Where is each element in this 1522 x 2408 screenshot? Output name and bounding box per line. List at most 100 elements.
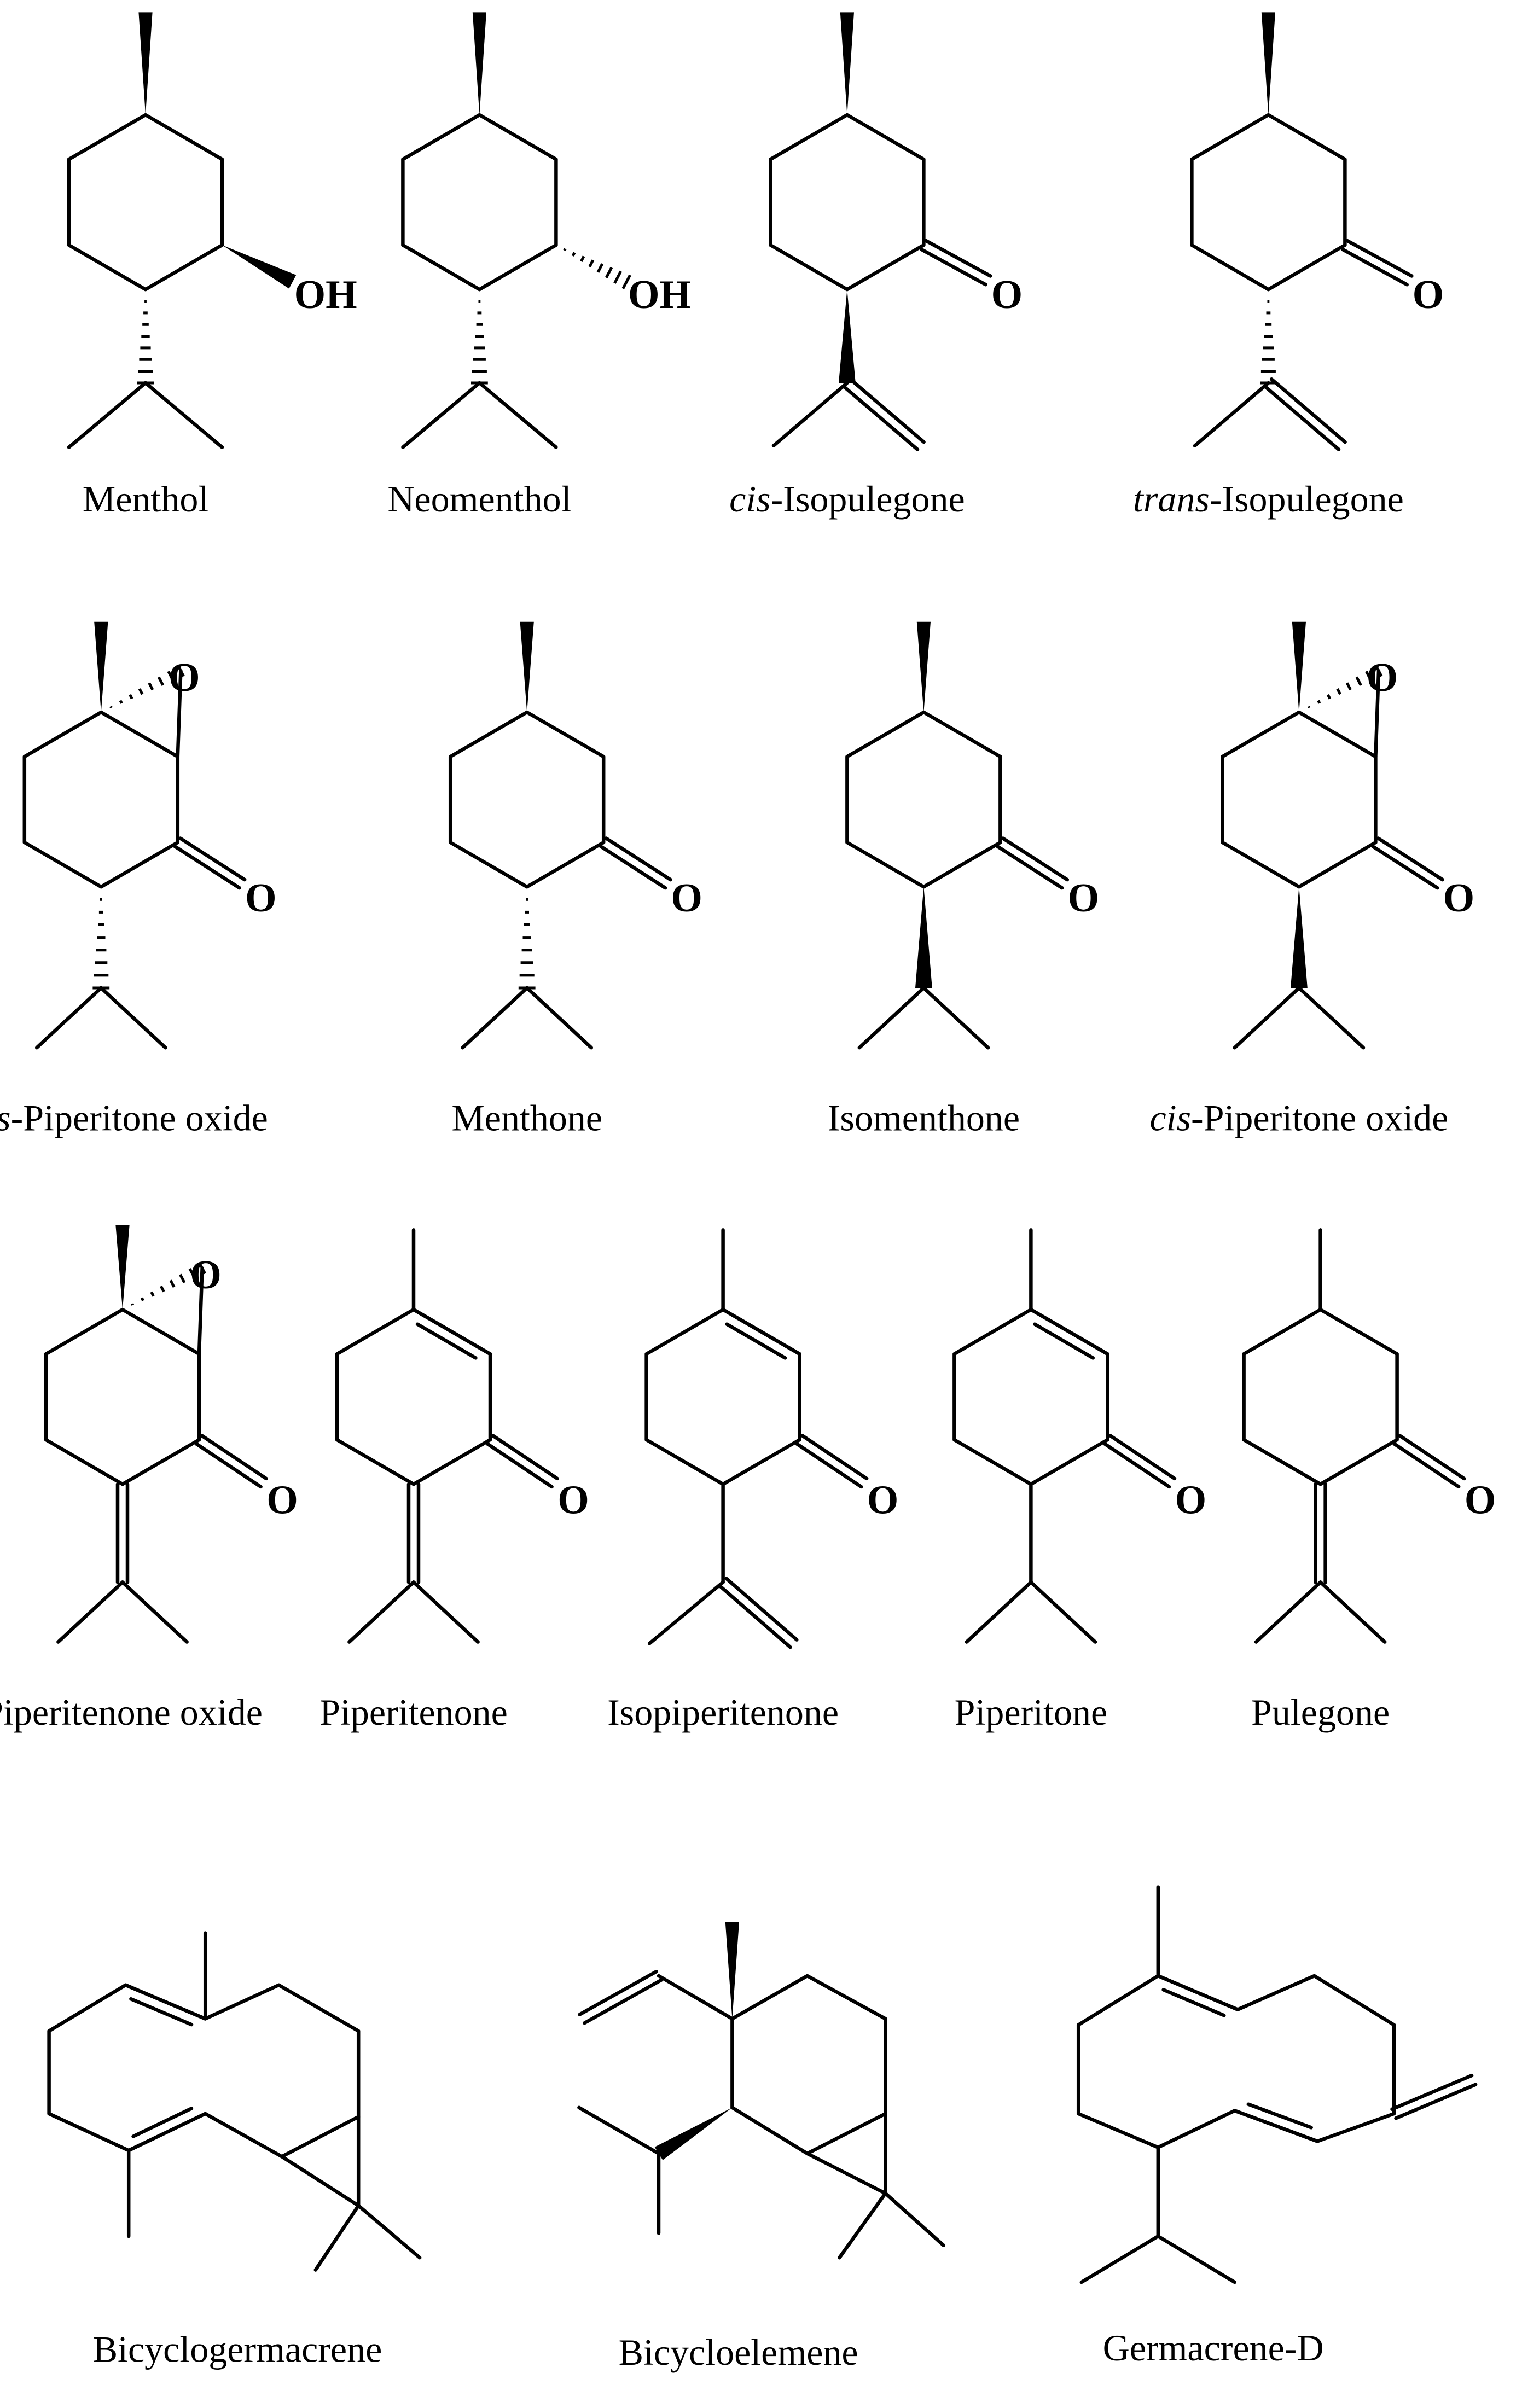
hash-bond-stroke: [1345, 682, 1352, 691]
double-bond-line: [485, 1442, 554, 1489]
hash-bond-stroke: [140, 1297, 144, 1301]
ring-bonds: [730, 1974, 887, 2156]
wedge-bond: [138, 12, 153, 115]
ring-bonds: [448, 710, 606, 889]
double-bond-line: [795, 1442, 863, 1489]
wedge-bond: [1292, 621, 1306, 712]
wedge-bond: [916, 621, 931, 712]
bond: [1254, 1580, 1322, 1644]
bond: [120, 1580, 189, 1644]
double-bond-line: [599, 845, 667, 890]
wedge-bond: [840, 12, 854, 115]
compound-name-text: -Isopulegone: [1210, 478, 1404, 520]
wedge-bond: [520, 621, 534, 712]
hash-bond-stroke: [571, 252, 576, 257]
bond: [124, 1983, 207, 2021]
molecule-trans-piperitone-oxide: OOtrans-Piperitone oxide: [0, 621, 277, 1138]
double-bond-line: [131, 2107, 194, 2138]
compound-name: Pulegone: [1251, 1691, 1390, 1733]
bond: [1156, 1974, 1240, 2011]
wedge-bond: [725, 1922, 739, 2019]
molecule-piperitenone: O Piperitenone: [319, 1228, 589, 1733]
compound-name-text: Piperitone: [955, 1691, 1108, 1733]
bond: [280, 2155, 361, 2208]
oxygen-label: O: [1413, 272, 1444, 317]
hash-bond-stroke: [621, 274, 631, 289]
ring-bonds: [845, 710, 1002, 889]
double-bond-line: [415, 1322, 478, 1360]
hash-bond-stroke: [605, 266, 613, 278]
oxygen-label: O: [671, 876, 702, 921]
molecule-bicycloelemene: Bicycloelemene: [577, 1922, 946, 2373]
epoxide-oxygen-label: O: [169, 655, 200, 700]
hash-bond-stroke: [150, 1291, 155, 1297]
bond: [1029, 1307, 1109, 1356]
molecule-bicyclogermacrene: Bicyclogermacrene: [47, 1931, 422, 2370]
compound-name: Piperitenone: [319, 1691, 508, 1733]
compound-name: cis-Isopulegone: [729, 478, 965, 520]
compound-name: cis-Piperitone oxide: [1150, 1097, 1449, 1138]
bond: [411, 1307, 492, 1356]
double-bond-line: [1269, 377, 1347, 444]
ring-bonds: [1242, 1307, 1399, 1486]
hash-bond-stroke: [580, 255, 585, 263]
ring-bonds: [1190, 113, 1347, 292]
compound-name-text: -Isopulegone: [771, 478, 965, 520]
double-bond-line: [1376, 836, 1445, 882]
double-bond-line: [924, 239, 992, 278]
bond: [313, 2203, 361, 2272]
wedge-bond: [1261, 12, 1275, 115]
hash-bond-stroke: [179, 1273, 186, 1283]
bond: [805, 2151, 887, 2195]
bond: [176, 669, 183, 759]
wedge-bond: [839, 289, 856, 383]
bond: [838, 2191, 887, 2260]
double-bond-line: [173, 845, 241, 890]
hash-bond-stroke: [1336, 688, 1342, 695]
compound-name-text: Menthol: [83, 478, 208, 520]
hash-bond-stroke: [563, 248, 567, 252]
double-bond-line: [578, 1969, 658, 2016]
bond: [1233, 2109, 1320, 2143]
bond: [965, 1580, 1033, 1644]
oxygen-label: O: [991, 272, 1023, 317]
double-bond-line: [1263, 385, 1341, 451]
bond: [1297, 986, 1366, 1050]
oxygen-label: O: [245, 876, 277, 921]
vinyl-bond: [657, 1974, 734, 2021]
ring-bonds: [644, 1307, 801, 1486]
bond: [1029, 1580, 1097, 1644]
double-bond-line: [718, 1584, 792, 1649]
bond: [1233, 986, 1301, 1050]
bond: [478, 381, 558, 449]
oxygen-label: O: [1465, 1478, 1496, 1522]
compound-name: Bicyclogermacrene: [93, 2329, 382, 2370]
double-bond-line: [1398, 1434, 1466, 1481]
double-bond-line: [724, 1577, 799, 1642]
stereo-prefix: trans: [0, 1097, 11, 1138]
double-bond-line: [129, 1997, 194, 2027]
stereo-prefix: cis: [729, 478, 771, 520]
ring-bonds: [769, 113, 926, 292]
hash-bond-stroke: [613, 270, 623, 284]
compound-name: Menthol: [83, 478, 208, 520]
compound-name-text: Bicycloelemene: [619, 2331, 858, 2373]
bond: [922, 986, 990, 1050]
bond: [721, 1307, 801, 1356]
double-bond-line: [996, 845, 1064, 890]
hash-bond-stroke: [131, 1303, 135, 1306]
bond: [461, 986, 529, 1050]
ring-bonds: [1221, 710, 1378, 889]
molecule-pulegone: O Pulegone: [1242, 1228, 1496, 1733]
compound-name: Isomenthone: [828, 1097, 1020, 1138]
compound-name: Isopiperitenone: [607, 1691, 839, 1733]
double-bond-line: [178, 836, 247, 882]
oxygen-label: O: [557, 1478, 589, 1522]
